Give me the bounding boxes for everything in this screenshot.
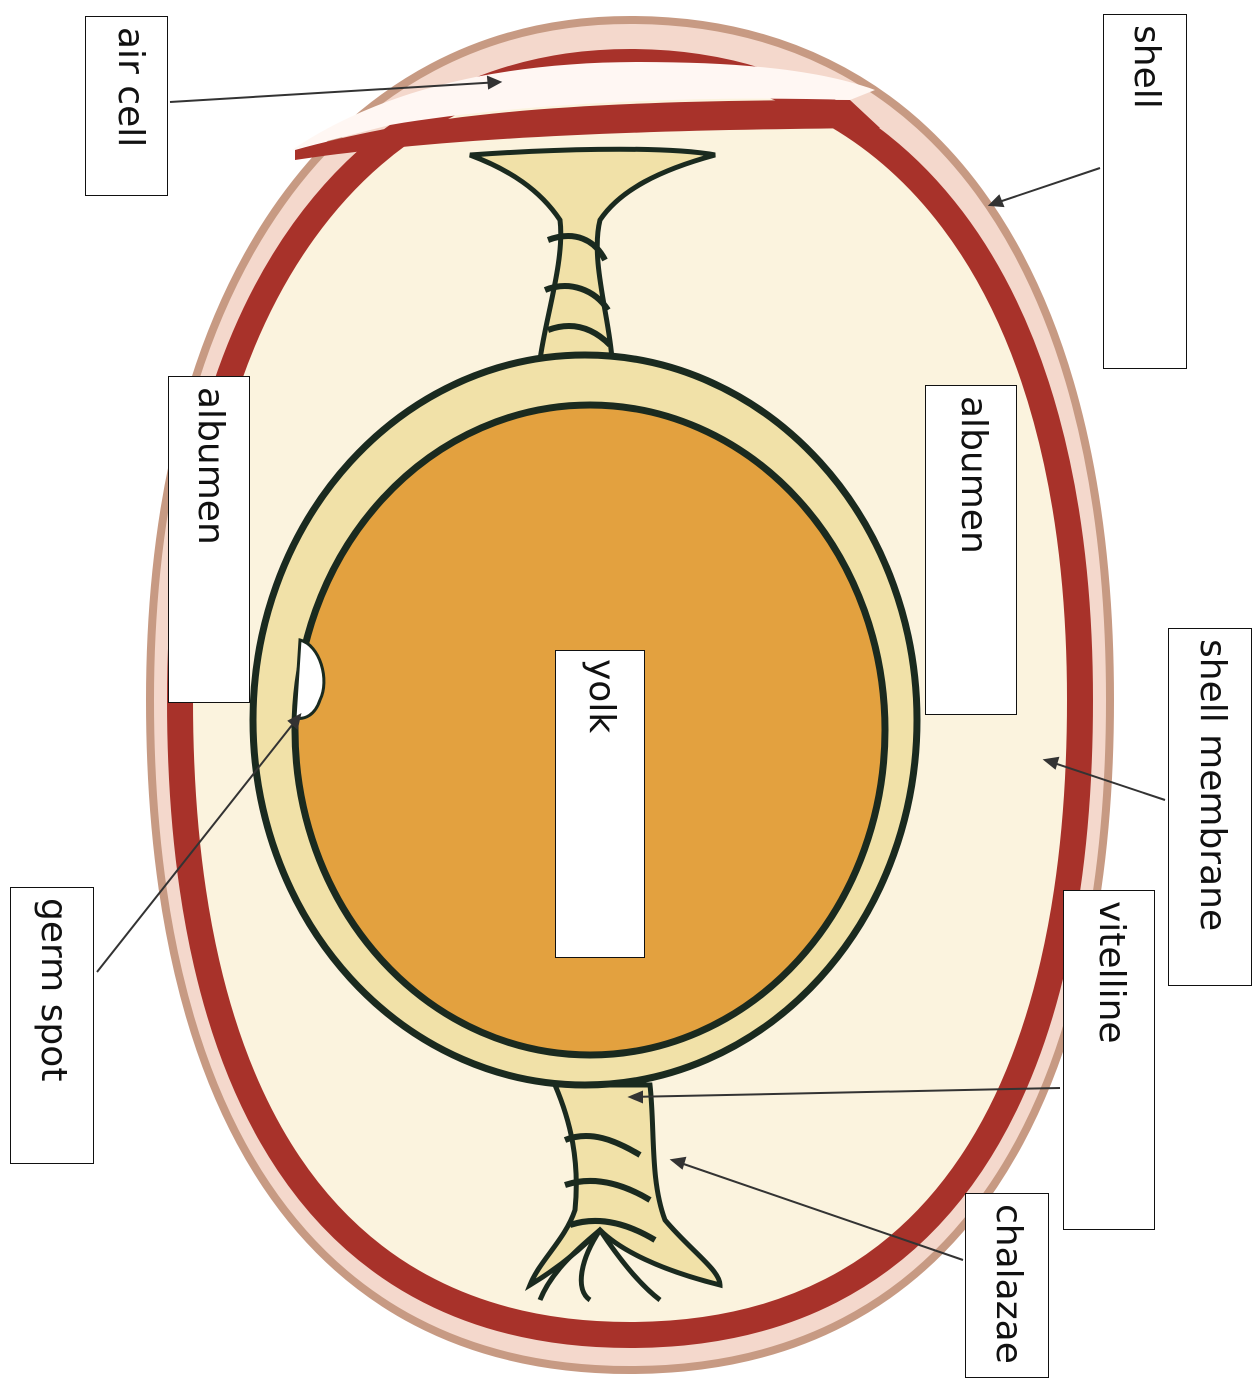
label-vitelline: vitelline (1091, 901, 1132, 1044)
label-air-cell: air cell (110, 27, 151, 147)
label-box-vitelline: vitelline (1063, 890, 1155, 1230)
label-albumen-left: albumen (190, 387, 231, 545)
label-box-shell-membrane: shell membrane (1168, 628, 1252, 986)
label-germ-spot: germ spot (33, 898, 74, 1081)
label-chalazae: chalazae (988, 1204, 1029, 1364)
label-box-albumen-right: albumen (925, 385, 1017, 715)
label-box-chalazae: chalazae (965, 1193, 1049, 1378)
label-box-germ-spot: germ spot (10, 887, 94, 1164)
arrow-shell (990, 168, 1100, 205)
label-shell-membrane: shell membrane (1192, 639, 1233, 931)
arrowhead-shell (990, 196, 1003, 206)
label-albumen-right: albumen (953, 396, 994, 554)
label-box-air-cell: air cell (85, 16, 168, 196)
label-shell: shell (1126, 25, 1167, 109)
label-box-shell: shell (1103, 14, 1187, 369)
label-box-yolk: yolk (555, 650, 645, 958)
label-yolk: yolk (581, 659, 622, 733)
label-box-albumen-left: albumen (168, 376, 250, 703)
